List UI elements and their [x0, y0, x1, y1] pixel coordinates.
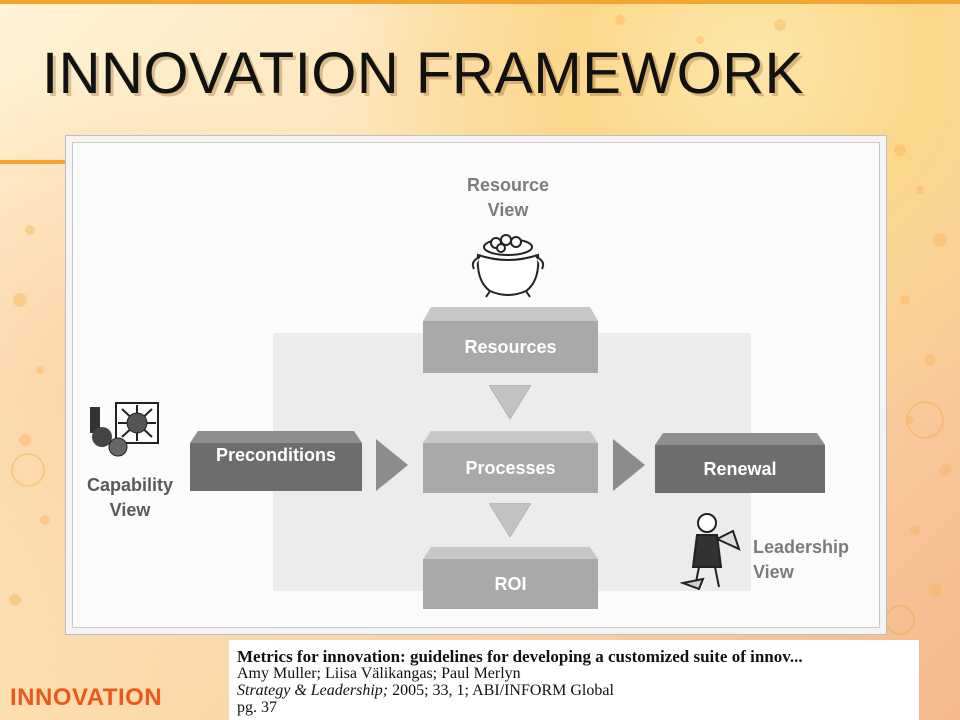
renewal-box [655, 433, 825, 493]
leadership-view-label: Leadership View [753, 535, 873, 585]
citation-block: Metrics for innovation: guidelines for d… [229, 640, 919, 720]
resource-view-line2: View [487, 200, 529, 220]
leadership-figure-icon [679, 513, 741, 591]
roi-label: ROI [494, 573, 527, 594]
down-arrow-bottom [489, 503, 531, 537]
preconditions-label: Preconditions [215, 444, 336, 465]
resource-view-label: Resource View [448, 173, 568, 223]
pot-of-gold-icon [471, 234, 545, 298]
down-arrow-top [489, 385, 531, 419]
citation-journal: Strategy & Leadership; [237, 682, 389, 699]
citation-title: Metrics for innovation: guidelines for d… [237, 647, 803, 666]
right-arrow-right [613, 439, 645, 491]
capability-view-line2: View [109, 500, 151, 520]
top-accent-line [0, 0, 960, 4]
capability-icon [90, 402, 159, 457]
brand-logo-text: INNOVATION [10, 684, 163, 711]
diagram-frame: Resource View Resources [72, 142, 880, 628]
capability-view-label: Capability View [75, 473, 185, 523]
roi-box [423, 547, 598, 609]
title-underline [0, 160, 65, 164]
capability-view-line1: Capability [86, 475, 174, 495]
citation-page: pg. 37 [237, 699, 277, 716]
resource-view-line1: Resource [466, 175, 550, 195]
leadership-view-line1: Leadership [753, 537, 850, 557]
resources-box [423, 307, 598, 373]
slide-title: INNOVATION FRAMEWORK [42, 41, 804, 106]
processes-box [423, 431, 598, 493]
right-arrow-left [376, 439, 408, 491]
leadership-view-line2: View [753, 562, 794, 582]
citation-journal-line: Strategy & Leadership; 2005; 33, 1; ABI/… [237, 682, 919, 699]
diagram-panel: Resource View Resources [65, 135, 887, 635]
renewal-label: Renewal [703, 458, 777, 479]
processes-label: Processes [465, 457, 556, 478]
citation-details: 2005; 33, 1; ABI/INFORM Global [388, 682, 614, 699]
resources-label: Resources [464, 336, 557, 357]
citation-authors: Amy Muller; Liisa Välikangas; Paul Merly… [237, 665, 521, 682]
preconditions-box [190, 431, 362, 491]
